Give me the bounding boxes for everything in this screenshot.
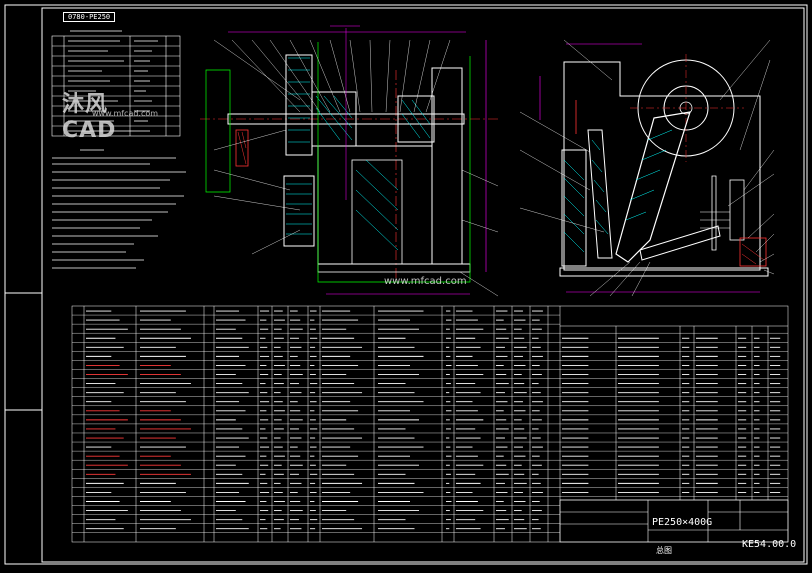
parts-list-rows (72, 314, 788, 533)
mfcad-logo: 沐风CAD (62, 92, 117, 143)
drawing-number: KE54.00.0 (742, 539, 797, 550)
technical-notes (52, 149, 186, 269)
spec-table-text (68, 30, 158, 132)
mfcad-url-top: www.mfcad.com (92, 109, 159, 118)
title-caption: 总图 (656, 546, 672, 555)
machine-model: PE250×400G (652, 517, 713, 528)
spec-table (51, 35, 181, 137)
drawing-code-box: 0780-PE250 (63, 12, 116, 22)
parts-list-entries (86, 310, 781, 530)
front-view (519, 39, 775, 297)
side-view (200, 25, 500, 297)
mfcad-url-center: www.mfcad.com (384, 276, 467, 287)
title-block (559, 499, 789, 543)
drawing-frame (4, 4, 808, 565)
